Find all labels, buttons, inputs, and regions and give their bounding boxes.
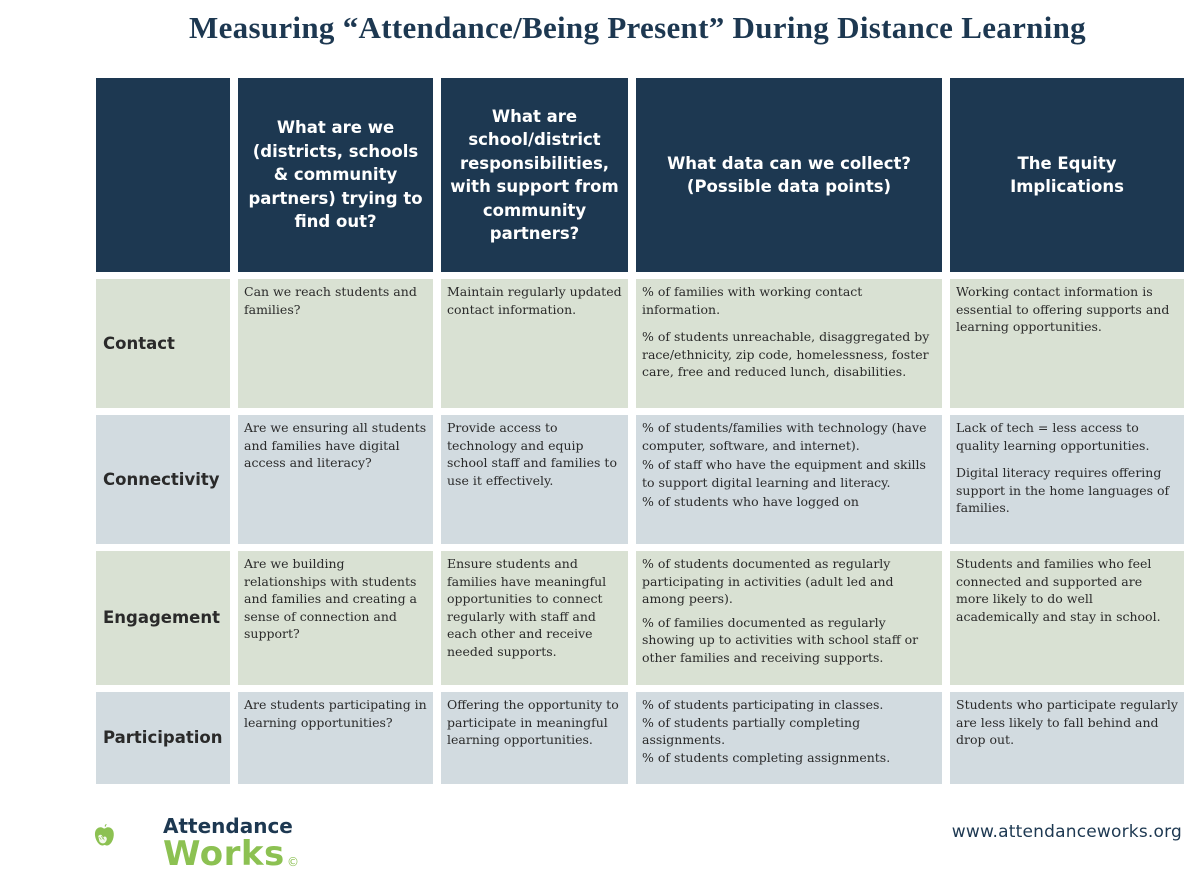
header-equity: The Equity Implications xyxy=(950,78,1184,272)
data-point: % of students unreachable, disaggregated… xyxy=(642,329,930,379)
row-label-connectivity: Connectivity xyxy=(96,415,230,544)
data-point: % of students participating in classes. xyxy=(642,697,884,712)
header-data: What data can we collect? (Possible data… xyxy=(636,78,942,272)
equity-text: Students and families who feel connected… xyxy=(956,556,1161,624)
data-point: % of families with working contact infor… xyxy=(642,284,863,317)
equity-text: Lack of tech = less access to quality le… xyxy=(956,420,1150,453)
cell-find-out: Can we reach students and families? xyxy=(238,279,433,408)
cell-responsibilities: Offering the opportunity to participate … xyxy=(441,692,628,784)
data-point: % of students completing assignments. xyxy=(642,749,891,765)
data-point: % of students/families with technology (… xyxy=(642,420,927,453)
row-label-contact: Contact xyxy=(96,279,230,408)
cell-data: % of students/families with technology (… xyxy=(636,415,942,544)
header-find-out: What are we (districts, schools & commun… xyxy=(238,78,433,272)
website-url[interactable]: www.attendanceworks.org xyxy=(951,822,1182,842)
data-point: % of staff who have the equipment and sk… xyxy=(642,457,926,490)
attendance-table: What are we (districts, schools & commun… xyxy=(96,78,1200,784)
data-point: % of students documented as regularly pa… xyxy=(642,556,894,606)
equity-text: Digital literacy requires offering suppo… xyxy=(956,465,1170,515)
apple-logo-icon xyxy=(94,824,114,846)
row-label-participation: Participation xyxy=(96,692,230,784)
equity-text: Working contact information is essential… xyxy=(956,284,1170,334)
copyright-mark: © xyxy=(287,855,299,869)
equity-text: Students who participate regularly are l… xyxy=(956,697,1178,747)
data-point: % of families documented as regularly sh… xyxy=(642,614,919,665)
page-title: Measuring “Attendance/Being Present” Dur… xyxy=(189,10,1086,45)
cell-equity: Students and families who feel connected… xyxy=(950,551,1184,685)
header-responsibilities: What are school/district responsibilitie… xyxy=(441,78,628,272)
cell-equity: Students who participate regularly are l… xyxy=(950,692,1184,784)
cell-responsibilities: Ensure students and families have meanin… xyxy=(441,551,628,685)
logo-text-attendance: Attendance xyxy=(163,814,293,838)
data-point: % of students who have logged on xyxy=(642,494,859,509)
cell-data: % of students participating in classes. … xyxy=(636,692,942,784)
data-point: % of students partially completing assig… xyxy=(642,714,861,748)
logo-text-works: Works xyxy=(163,834,285,874)
cell-equity: Lack of tech = less access to quality le… xyxy=(950,415,1184,544)
cell-data: % of families with working contact infor… xyxy=(636,279,942,408)
cell-equity: Working contact information is essential… xyxy=(950,279,1184,408)
cell-find-out: Are students participating in learning o… xyxy=(238,692,433,784)
cell-responsibilities: Provide access to technology and equip s… xyxy=(441,415,628,544)
cell-data: % of students documented as regularly pa… xyxy=(636,551,942,685)
cell-responsibilities: Maintain regularly updated contact infor… xyxy=(441,279,628,408)
header-corner xyxy=(96,78,230,272)
cell-find-out: Are we building relationships with stude… xyxy=(238,551,433,685)
cell-find-out: Are we ensuring all students and familie… xyxy=(238,415,433,544)
row-label-engagement: Engagement xyxy=(96,551,230,685)
